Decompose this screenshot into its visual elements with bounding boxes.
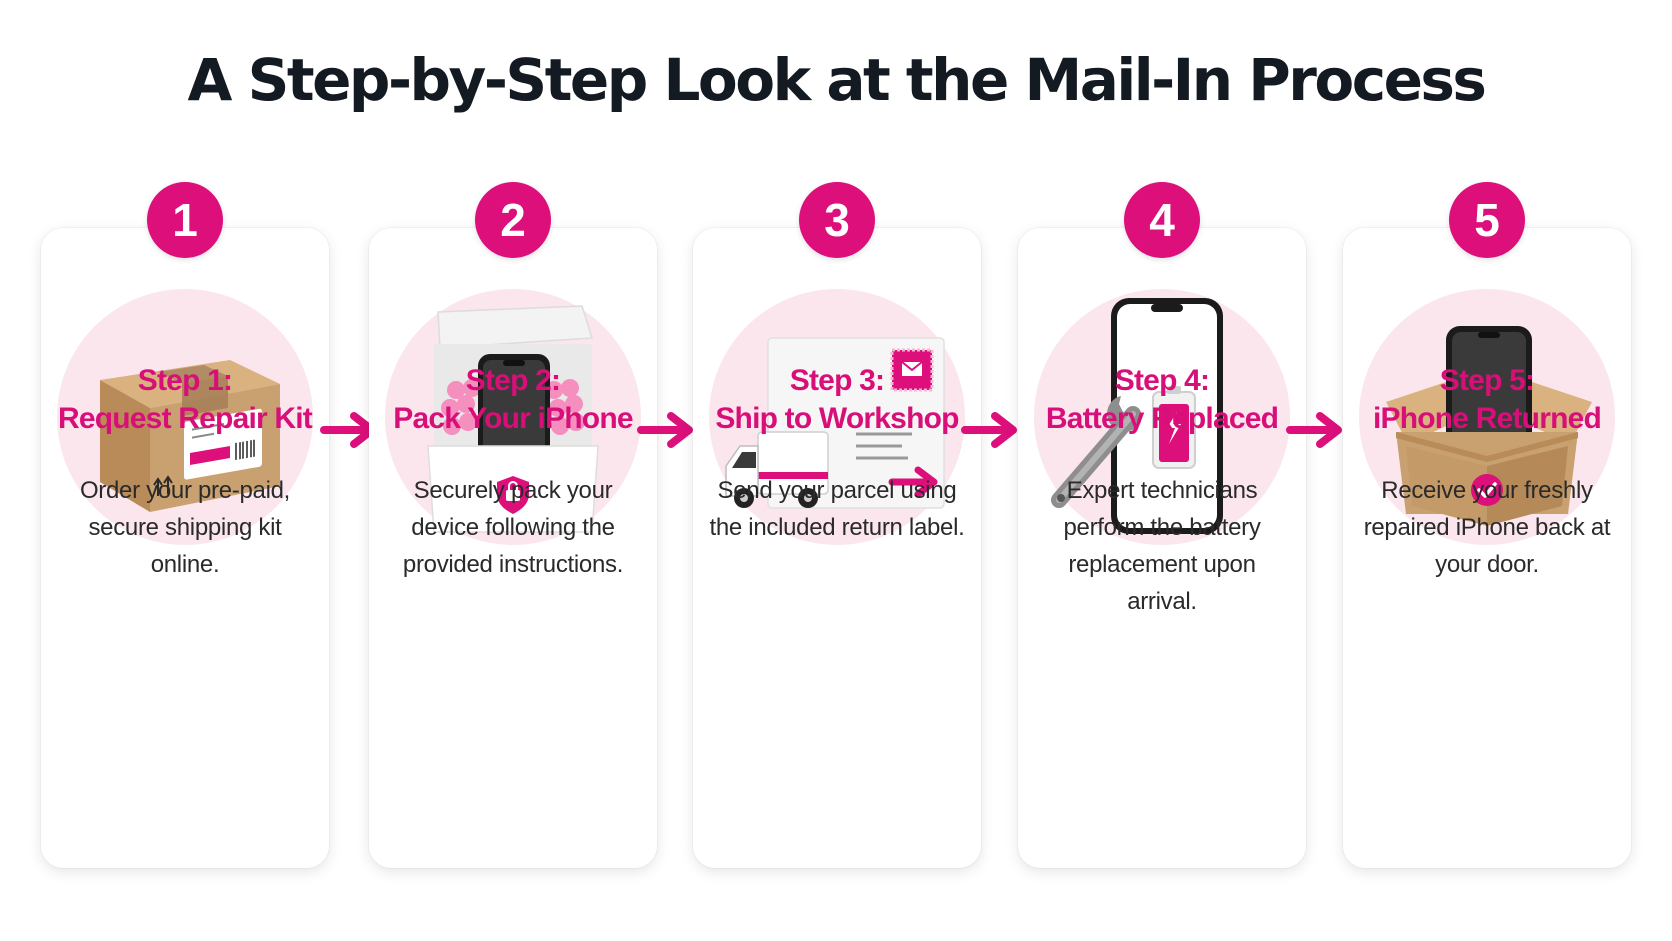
step-description-1: Order your pre-paid, secure shipping kit…: [79, 477, 291, 578]
returned-iphone-box-icon: [1356, 286, 1618, 548]
arrow-right-icon: [637, 412, 693, 448]
step-title-2: Step 2: Pack Your iPhone: [369, 362, 657, 438]
step-title-5: Step 5: iPhone Returned: [1343, 362, 1631, 438]
step-title-3: Step 3: Ship to Workshop: [693, 362, 981, 438]
packed-iphone-box-icon: [382, 286, 644, 548]
step-card-1: [41, 228, 329, 868]
arrow-right-icon: [961, 412, 1017, 448]
step-name: Ship to Workshop: [715, 402, 959, 435]
step-name: Battery Replaced: [1045, 402, 1279, 435]
step-heading: Step 1:: [137, 364, 233, 397]
step-title-1: Step 1: Request Repair Kit: [41, 362, 329, 438]
step-description-4: Expert technicians perform the battery r…: [1063, 477, 1261, 615]
step-heading: Step 5:: [1439, 364, 1535, 397]
step-name: Request Repair Kit: [58, 402, 313, 435]
step-card-2: [369, 228, 657, 868]
step-number-badge-3: 3: [799, 182, 875, 258]
step-description-5: Receive your freshly repaired iPhone bac…: [1363, 477, 1611, 578]
page-title: A Step-by-Step Look at the Mail-In Proce…: [187, 46, 1487, 114]
step-card-4: [1018, 228, 1306, 868]
step-title-4: Step 4: Battery Replaced: [1018, 362, 1306, 438]
step-name: Pack Your iPhone: [393, 402, 633, 435]
step-description-2: Securely pack your device following the …: [402, 477, 624, 578]
delivery-truck-envelope-icon: [706, 286, 968, 548]
step-heading: Step 3:: [789, 364, 885, 397]
step-heading: Step 4:: [1114, 364, 1210, 397]
step-heading: Step 2:: [465, 364, 561, 397]
step-card-3: [693, 228, 981, 868]
step-description-3: Send your parcel using the included retu…: [709, 477, 965, 541]
step-number-badge-1: 1: [147, 182, 223, 258]
step-card-5: [1343, 228, 1631, 868]
wrench-battery-phone-icon: [1031, 286, 1293, 548]
arrow-right-icon: [1286, 412, 1342, 448]
step-number-badge-4: 4: [1124, 182, 1200, 258]
step-number-badge-5: 5: [1449, 182, 1525, 258]
step-number-badge-2: 2: [475, 182, 551, 258]
shipping-box-icon: [54, 286, 316, 548]
step-name: iPhone Returned: [1372, 402, 1602, 435]
